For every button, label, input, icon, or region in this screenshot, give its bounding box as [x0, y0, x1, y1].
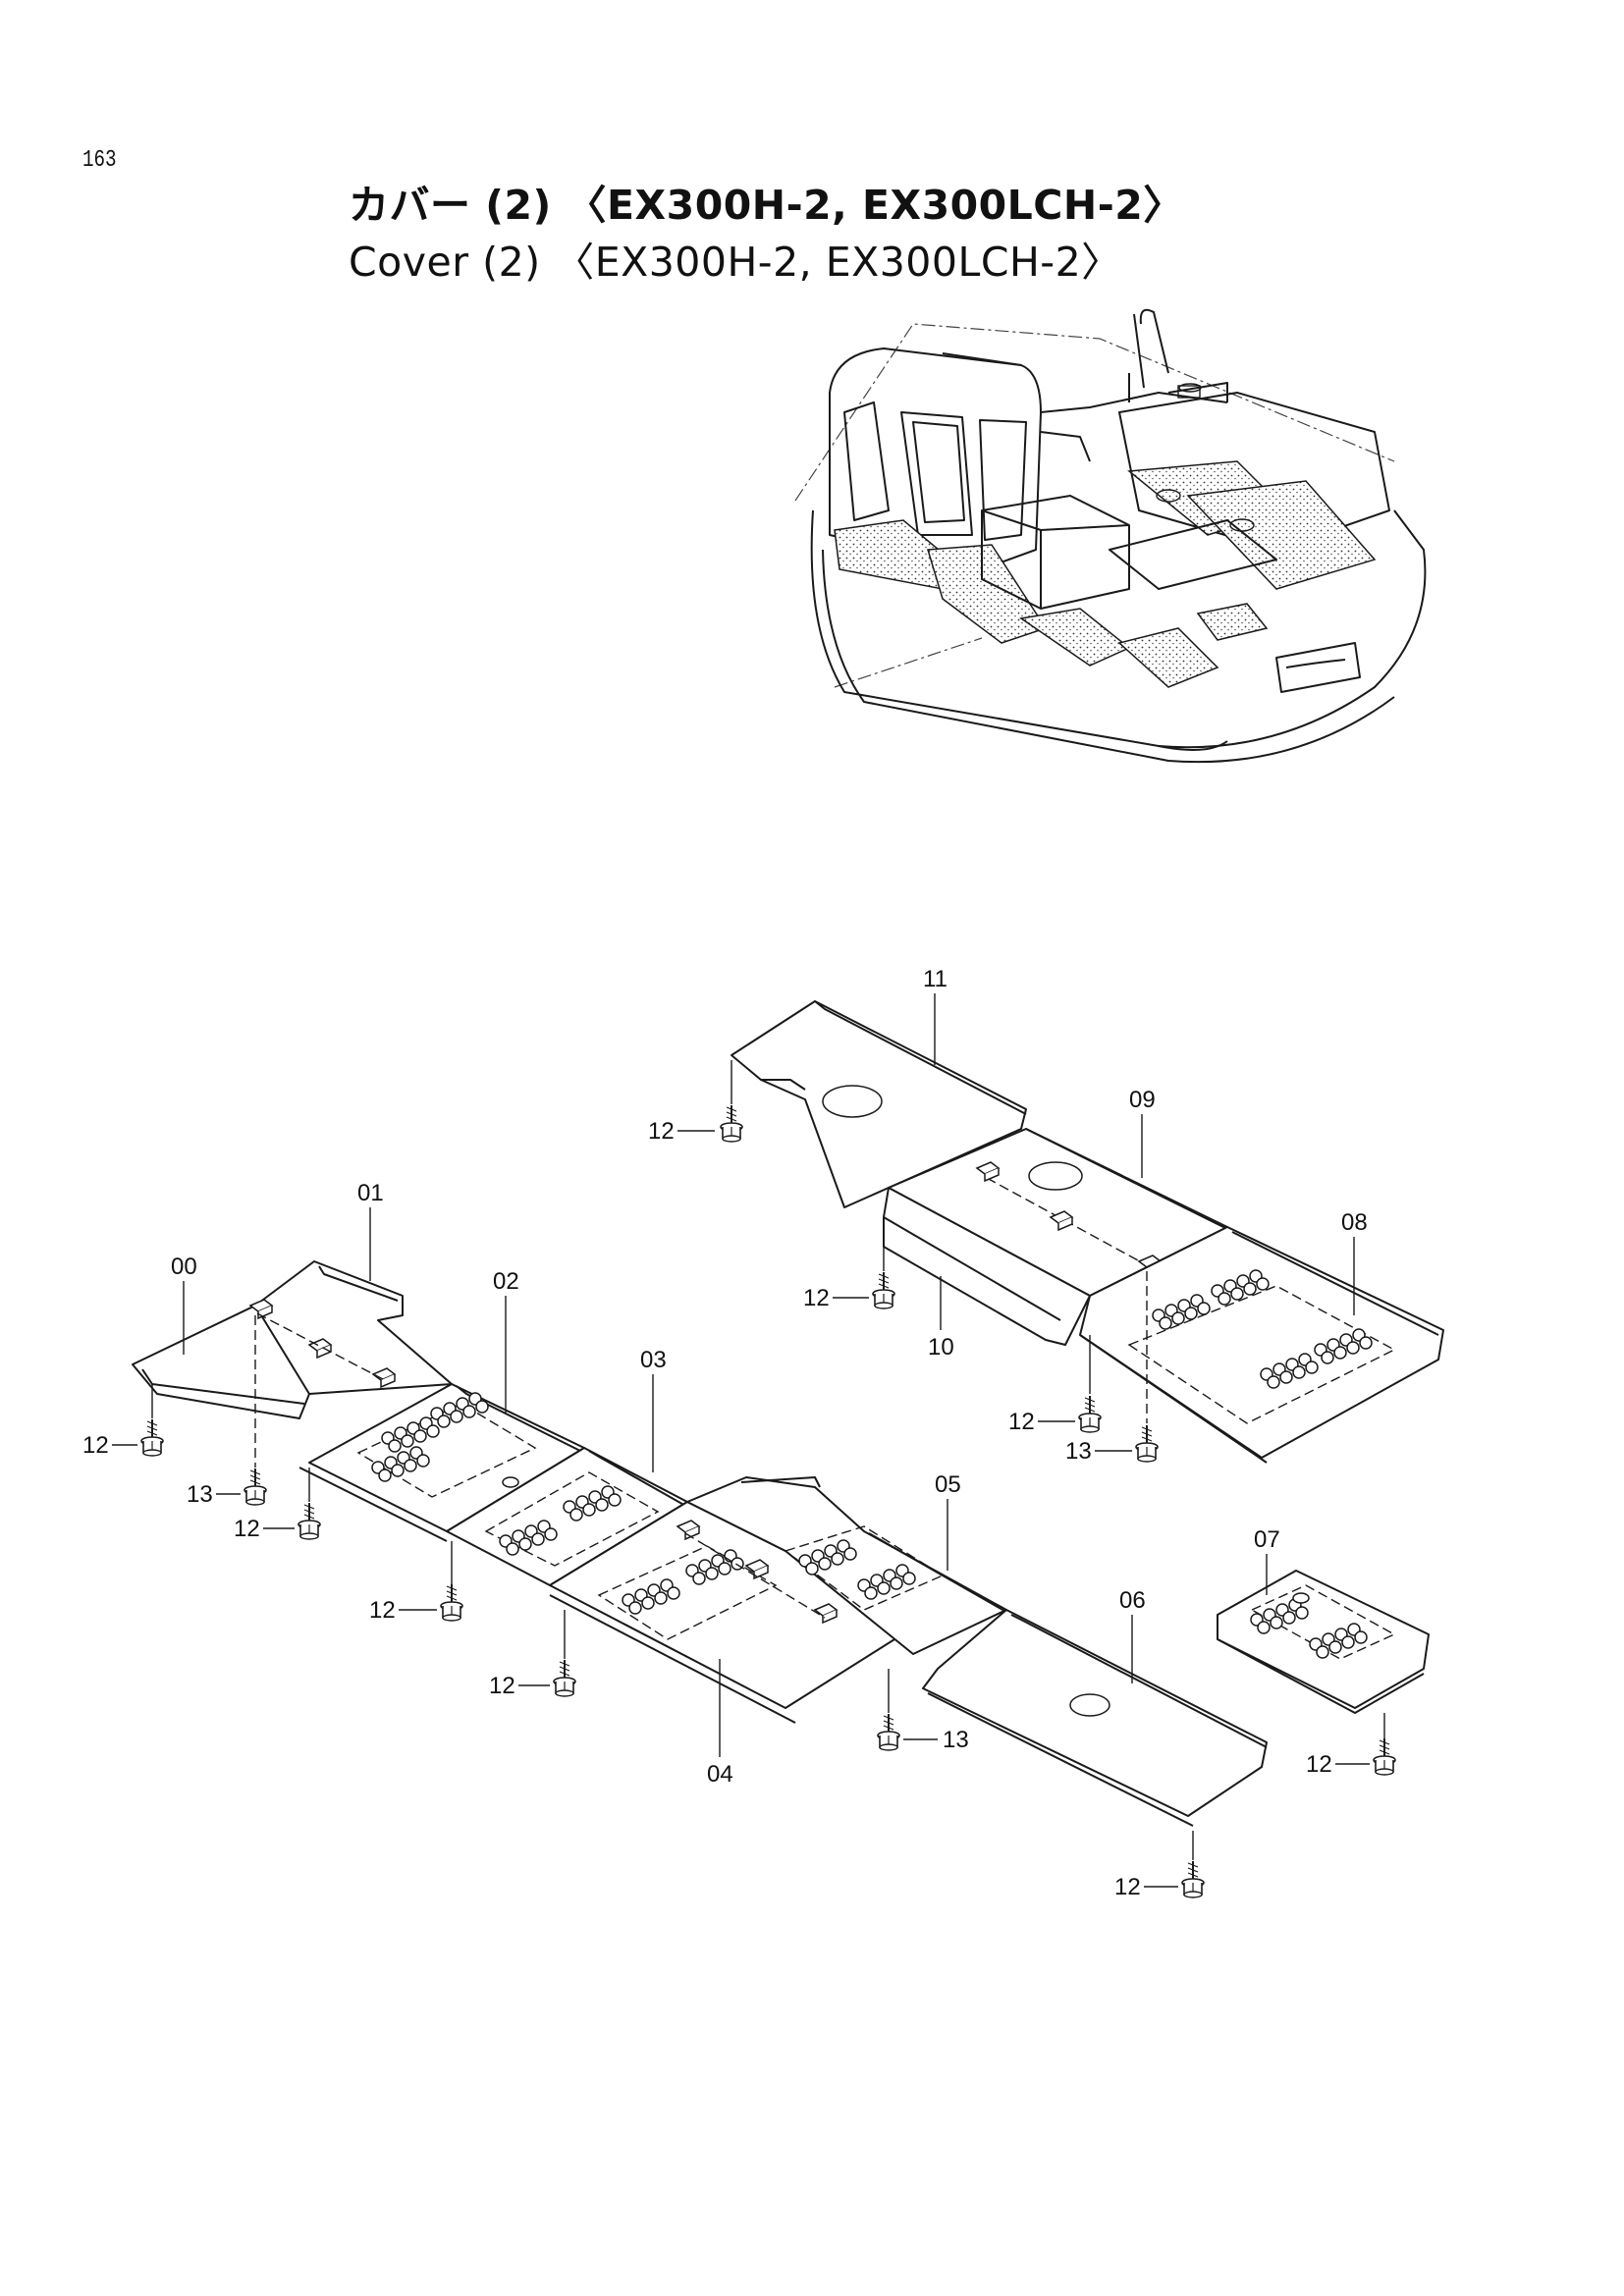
callout-06: 06 [1119, 1587, 1146, 1614]
callout-04: 04 [707, 1761, 733, 1788]
callout-labels: 11 09 08 10 01 00 02 03 05 06 07 04 12 1… [82, 966, 1368, 1900]
callout-03: 03 [640, 1347, 667, 1373]
callout-12-d: 12 [82, 1432, 109, 1459]
callout-08: 08 [1341, 1209, 1368, 1236]
leader-lines [112, 993, 1370, 1888]
callout-01: 01 [357, 1180, 384, 1206]
callout-05: 05 [935, 1471, 961, 1498]
callout-13-b: 13 [187, 1481, 213, 1508]
cover-group-upper [731, 1000, 1444, 1464]
callout-12-b: 12 [803, 1285, 830, 1311]
callout-12-h: 12 [1114, 1874, 1141, 1900]
callout-10: 10 [928, 1334, 954, 1361]
callout-09: 09 [1129, 1087, 1156, 1113]
callout-12-e: 12 [234, 1516, 260, 1542]
callout-00: 00 [171, 1254, 197, 1280]
callout-12-f: 12 [369, 1597, 396, 1624]
title-english: Cover (2) 〈EX300H-2, EX300LCH-2〉 [349, 239, 1122, 286]
cover-group-lower [132, 1260, 1430, 1860]
callout-11: 11 [923, 966, 947, 992]
callout-07: 07 [1254, 1526, 1280, 1553]
callout-02: 02 [493, 1268, 519, 1295]
callout-12-g: 12 [489, 1673, 515, 1699]
callout-13-c: 13 [943, 1727, 969, 1753]
callout-12-a: 12 [648, 1118, 675, 1145]
callout-12-i: 12 [1306, 1751, 1332, 1778]
page-number: 163 [82, 147, 117, 174]
callout-12-c: 12 [1008, 1409, 1035, 1435]
title-japanese: カバー (2) 〈EX300H-2, EX300LCH-2〉 [349, 182, 1184, 229]
callout-13-a: 13 [1065, 1438, 1092, 1465]
machine-overview-illustration [794, 308, 1427, 764]
